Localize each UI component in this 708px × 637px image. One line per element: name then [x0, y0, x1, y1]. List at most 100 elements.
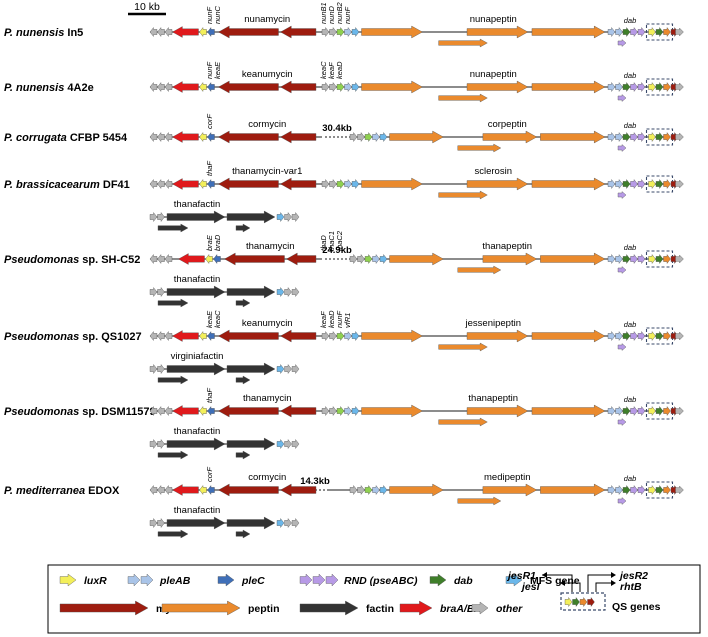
factin-fragment-arrow	[157, 529, 189, 539]
right-gene-arrow	[630, 405, 638, 417]
right-gene-arrow	[622, 330, 631, 342]
small-gene-arrow	[372, 131, 380, 143]
legend-label: pleAB	[159, 575, 191, 587]
qs-gene-arrow	[648, 26, 656, 38]
mycin-gene-arrow	[224, 252, 285, 266]
right-gene-arrow	[630, 330, 638, 342]
gap-size-label: 24.9kb	[322, 245, 352, 256]
other-gene-arrow	[149, 330, 158, 342]
strain-id: sp. QS1027	[79, 331, 141, 343]
peptin-gene-arrow	[540, 130, 606, 144]
strain-species: P. brassicacearum	[4, 179, 100, 191]
legend-item: MFS gene	[505, 573, 580, 587]
right-gene-arrow	[630, 178, 638, 190]
rnd-fragment-arrow	[617, 418, 627, 426]
legend-swatch	[399, 600, 433, 616]
gene-label: corF	[205, 467, 214, 482]
gene-label: dab	[624, 16, 637, 25]
right-gene-arrow	[637, 405, 646, 417]
right-gene-arrow	[637, 484, 646, 496]
mycin-gene-arrow	[218, 80, 279, 94]
right-gene-arrow	[615, 26, 623, 38]
bra-gene-arrow	[172, 131, 199, 143]
small-gene-arrow	[372, 253, 380, 265]
small-gene-arrow	[329, 26, 337, 38]
small-gene-arrow	[349, 253, 358, 265]
qs-gene-arrow	[655, 253, 664, 265]
right-gene-arrow	[615, 81, 623, 93]
small-gene-arrow	[357, 253, 365, 265]
other-gene-arrow	[675, 485, 684, 495]
factin-cluster-label: thanafactin	[174, 426, 220, 437]
small-gene-arrow	[372, 484, 380, 496]
small-gene-arrow	[291, 286, 300, 298]
small-gene-arrow	[284, 211, 292, 223]
strain-label: P. brassicacearum DF41	[4, 179, 130, 191]
right-gene-arrow	[622, 81, 631, 93]
qs-gene-arrow	[564, 596, 573, 608]
small-gene-arrow	[291, 363, 300, 375]
peptin-gene-arrow	[482, 130, 538, 144]
gene-label: thaD	[319, 235, 328, 251]
bra-gene-arrow	[178, 253, 205, 265]
mycin-gene-arrow	[218, 329, 279, 343]
right-gene-arrow	[607, 405, 616, 417]
factin-fragment-arrow	[157, 450, 189, 460]
gene-label: thaC1	[327, 231, 336, 251]
factin-row: thanafactin	[149, 426, 300, 460]
factin-cluster-label: thanafactin	[174, 199, 220, 210]
rnd-fragment-arrow	[617, 191, 627, 199]
peptin-gene-arrow	[361, 404, 423, 418]
other-gene-arrow	[675, 82, 684, 92]
factin-fragment-arrow	[157, 298, 189, 308]
other-gene-arrow	[157, 330, 165, 342]
luxR-gene-arrow	[199, 405, 207, 417]
qs-cassette	[564, 596, 595, 608]
strain-species: Pseudomonas	[4, 331, 79, 343]
right-gene-arrow	[607, 178, 616, 190]
rnd-fragment-arrow	[617, 497, 627, 505]
right-gene-arrow	[637, 81, 646, 93]
legend-label: other	[496, 603, 523, 615]
gap-size-label: 14.3kb	[300, 476, 330, 487]
gene-label: thaF	[205, 388, 214, 403]
other-gene-arrow	[157, 517, 165, 529]
peptin-cluster-label: medipeptin	[484, 472, 530, 483]
legend-item: luxR	[59, 573, 107, 587]
qs-box	[645, 250, 674, 268]
right-gene-arrow	[637, 26, 646, 38]
gene-label: keaF	[327, 62, 336, 79]
small-gene-arrow	[364, 484, 373, 496]
mycin-gene-arrow	[280, 130, 317, 144]
peptin-gene-arrow	[466, 177, 529, 191]
peptin-fragment-arrow	[457, 265, 502, 275]
peptin-gene-arrow	[466, 329, 529, 343]
small-gene-arrow	[284, 286, 292, 298]
other-gene-arrow	[149, 405, 158, 417]
legend-swatch	[299, 600, 359, 616]
qs-box	[645, 78, 674, 96]
factin-fragment-arrow	[235, 298, 251, 308]
mycin-gene-arrow	[218, 483, 279, 497]
mycin-gene-arrow	[280, 80, 317, 94]
peptin-gene-arrow	[531, 25, 606, 39]
peptin-fragment-arrow	[438, 38, 488, 48]
gene-label: dab	[624, 320, 637, 329]
small-gene-arrow	[336, 330, 345, 342]
legend-swatch	[429, 573, 447, 587]
other-gene-arrow	[164, 330, 173, 342]
peptin-fragment-arrow	[457, 496, 502, 506]
peptin-fragment-arrow	[457, 143, 502, 153]
factin-row: virginiafactin	[149, 351, 300, 385]
mycin-cluster-label: thanamycin	[246, 241, 295, 252]
gene-label: dab	[624, 71, 637, 80]
jesR1-pointer	[542, 574, 573, 592]
qs-box	[645, 402, 674, 420]
pleC-gene-arrow	[207, 330, 215, 342]
other-gene-arrow	[149, 26, 158, 38]
small-gene-arrow	[344, 178, 352, 190]
small-gene-arrow	[276, 438, 285, 450]
